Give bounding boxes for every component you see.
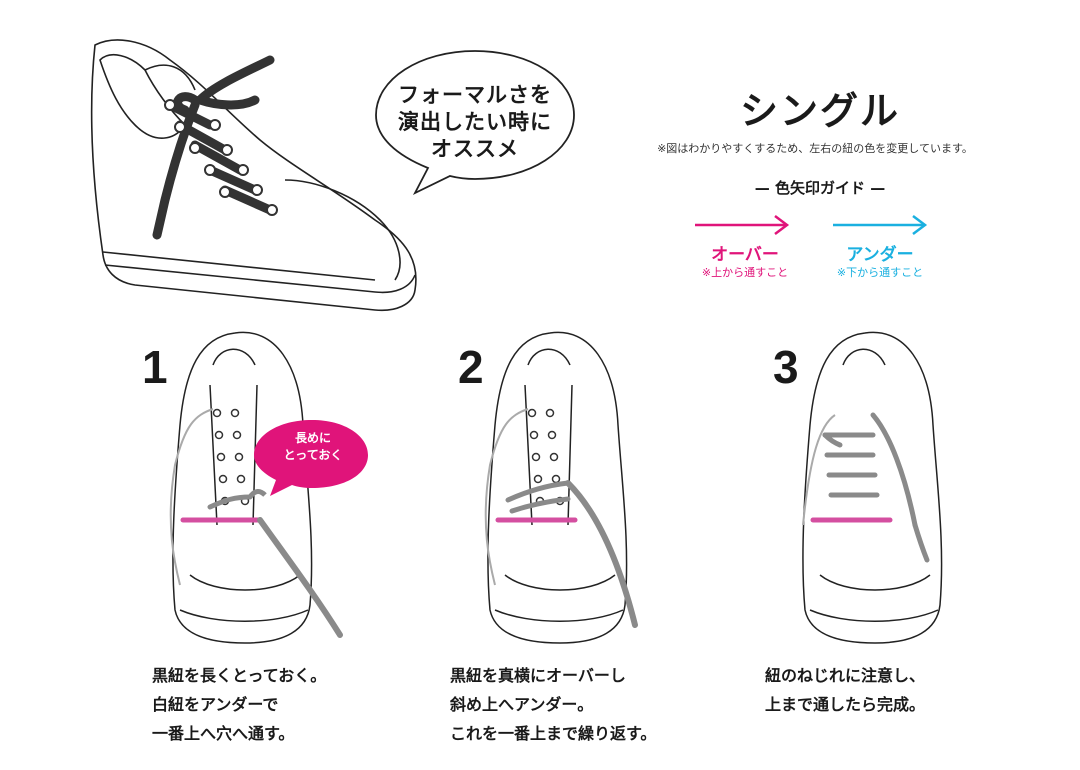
caption-line: 紐のねじれに注意し、 [765,666,926,685]
caption-line: 黒紐を真横にオーバーし [450,666,626,685]
under-arrow-icon [833,215,928,235]
bubble-line: フォーマルさを [398,83,552,107]
caption-line: これを一番上まで繰り返す。 [450,724,657,743]
step-3-caption: 紐のねじれに注意し、 上まで通したら完成。 [765,661,925,719]
caption-line: 斜め上へアンダー。 [450,695,594,714]
bubble-line: オススメ [431,137,519,161]
over-sub: ※上から通すこと [701,266,789,279]
speech-bubble-text: フォーマルさを 演出したい時に オススメ [385,82,565,163]
callout-line: とっておく [283,448,343,462]
bubble-line: 演出したい時に [398,110,552,134]
step-1-shoe [169,331,343,644]
caption-line: 黒紐を長くとっておく。 [152,666,327,685]
over-label: オーバー [711,245,779,265]
over-arrow-icon [695,215,790,235]
caption-line: 上まで通したら完成。 [765,695,926,714]
callout-line: 長めに [294,431,331,445]
caption-line: 一番上へ穴へ通す。 [152,724,295,743]
page-title: シングル [739,89,900,133]
step-number: 3 [773,341,799,393]
guide-heading: — 色矢印ガイド — [754,179,886,197]
step-1-caption: 黒紐を長くとっておく。 白紐をアンダーで 一番上へ穴へ通す。 [152,661,326,748]
step-2-caption: 黒紐を真横にオーバーし 斜め上へアンダー。 これを一番上まで繰り返す。 [450,661,656,748]
step-3-shoe [802,331,943,644]
step-number: 1 [142,341,168,393]
color-note: ※図はわかりやすくするため、左右の紐の色を変更しています。 [657,142,973,155]
under-sub: ※下から通すこと [836,266,924,279]
speech-bubble [375,50,575,195]
callout-bubble [254,420,368,496]
caption-line: 白紐をアンダーで [152,695,279,714]
hero-shoe-illustration [90,39,417,312]
step-number: 2 [458,341,484,393]
step-2-shoe [484,331,638,644]
under-label: アンダー [846,245,914,265]
callout-text: 長めに とっておく [258,430,368,464]
